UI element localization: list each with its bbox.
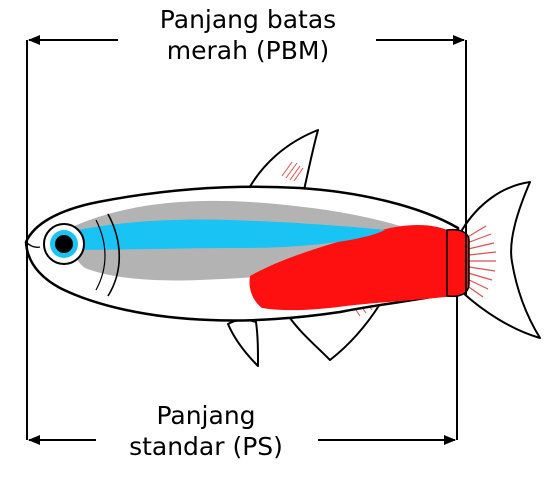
caudal-fin	[462, 182, 540, 338]
dorsal-fin	[248, 130, 318, 190]
ps-label-line2: standar (PS)	[86, 431, 326, 462]
pelvic-fin	[228, 320, 258, 366]
ps-label-line1: Panjang	[86, 400, 326, 431]
pbm-label-line1: Panjang batas	[118, 4, 378, 35]
eye-pupil	[55, 235, 73, 253]
pbm-label: Panjang batas merah (PBM)	[118, 4, 378, 66]
ps-label: Panjang standar (PS)	[86, 400, 326, 462]
pbm-label-line2: merah (PBM)	[118, 35, 378, 66]
